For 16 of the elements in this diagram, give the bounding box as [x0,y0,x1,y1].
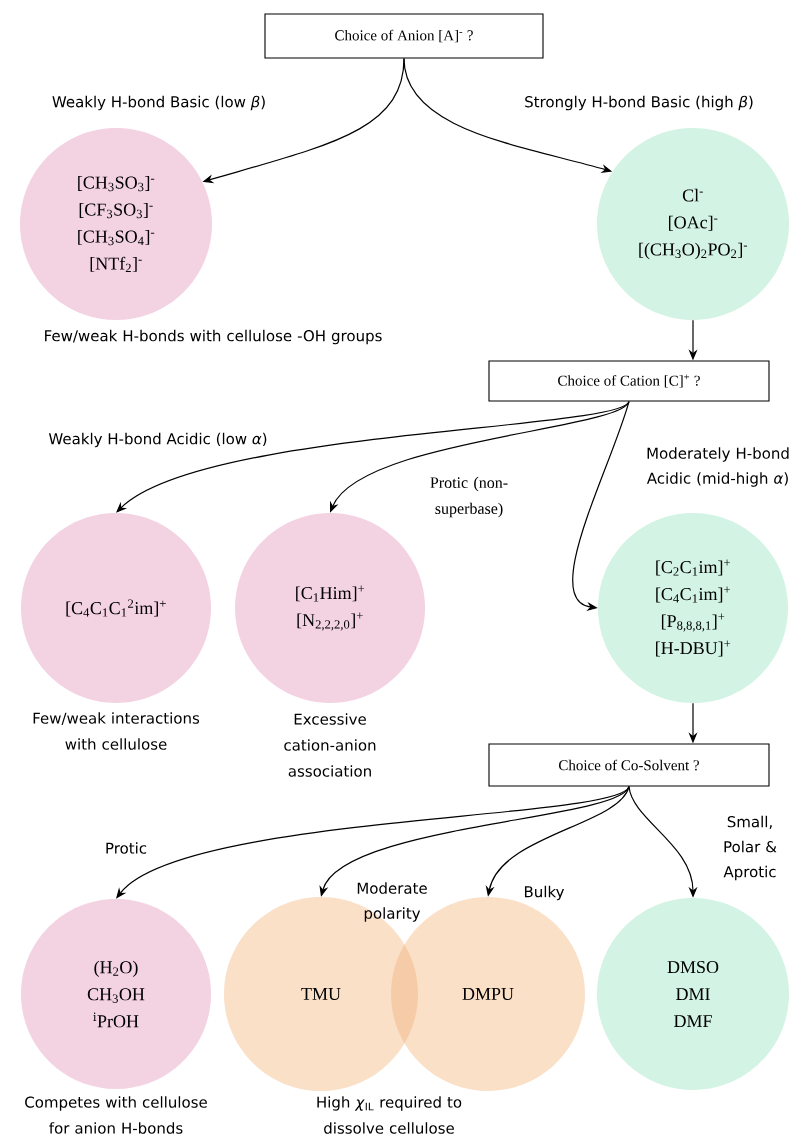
edge-label: Moderately H-bond Acidic (mid-high α) [646,447,789,487]
caption: High χ$_{IL}$ required to dissolve cellulose [317,1096,462,1134]
edge-label: Protic [106,842,147,854]
edge-label: Strongly H-bond Basic (high β) [525,95,753,111]
node-label: Competes with cellulose for anion H-bonds [25,1096,207,1134]
question-box: Choice of Cation [C]$^{+}$ ? [488,360,770,402]
edge-label: Weakly H-bond Basic (low β) [52,95,265,111]
arrow [572,400,630,611]
edge-label: Weakly H-bond Acidic (low α) [48,432,267,448]
question-box: Choice of Co-Solvent ? [488,743,770,787]
node-label: Few/weak interactions with cellulose [33,712,200,750]
edge-label: Small, Polar & Aprotic [723,815,777,881]
node-label: Excessive cation-anion association [284,713,376,777]
question-box: Choice of Anion [A]$^{-}$ ? [264,13,544,59]
node-label: Few/weak H-bonds with cellulose -OH groups [45,329,382,345]
edge-label: Protic (non-superbase) [430,476,508,518]
